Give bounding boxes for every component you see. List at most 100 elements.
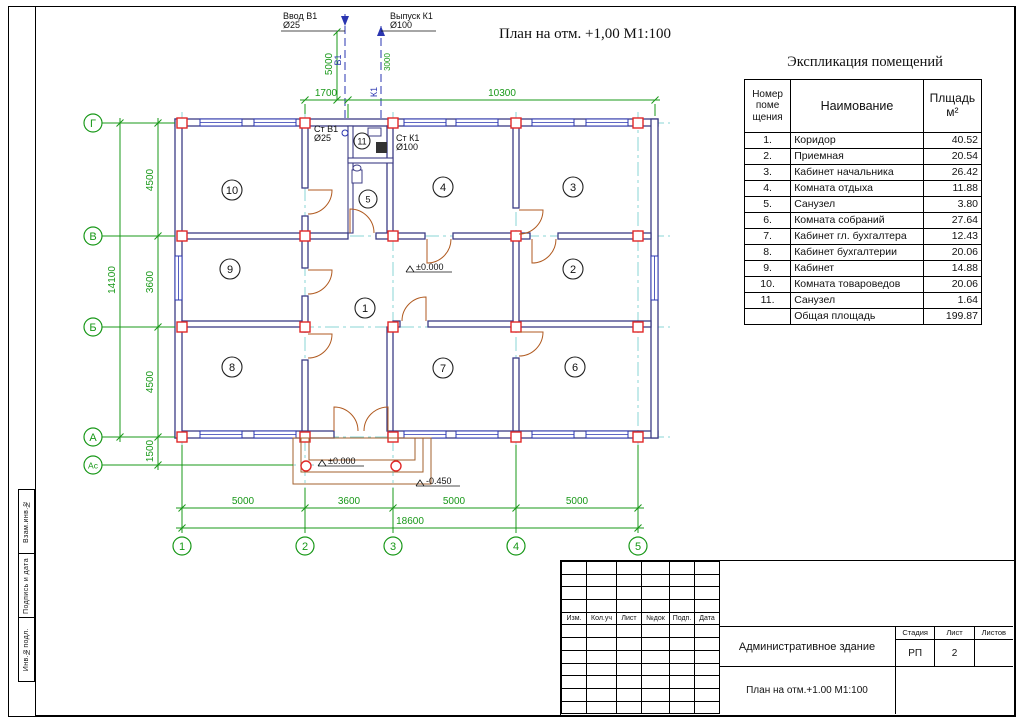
room-number: 10: [226, 185, 238, 197]
explication-title: Экспликация помещений: [787, 54, 943, 70]
stamp-col-izm: Изм.: [561, 611, 587, 626]
sidebar-box-podpis: Подпись и дата: [18, 553, 35, 618]
st-k1-diameter: Ø100: [396, 142, 418, 152]
col-header-number: Номер поме щения: [743, 79, 792, 133]
title-block-right: Административное здание Стадия Лист Лист…: [719, 561, 1013, 714]
sheet-title: План на отм.+1.00 М1:100: [719, 667, 896, 714]
explication: Экспликация помещений Номер поме щения Н…: [743, 54, 986, 325]
room-name-cell: Приемная: [790, 148, 924, 165]
room-name-cell: Кабинет гл. бухгалтера: [790, 228, 924, 245]
room-name-cell: Кабинет начальника: [790, 164, 924, 181]
st-k1-label: Ст К1: [396, 133, 419, 143]
axis-label: 3: [390, 541, 396, 553]
sidebar-label: Инв.№подл.: [23, 627, 30, 672]
axis-label: Г: [90, 118, 96, 130]
room-number-cell: 10.: [743, 276, 792, 293]
room-name-cell: Комната собраний: [790, 212, 924, 229]
project-title: Административное здание: [719, 627, 896, 666]
vvod-arrow-icon: [341, 16, 349, 26]
columns: [176, 117, 644, 443]
dim-label: 5000: [324, 52, 335, 75]
axis-label: В: [89, 231, 96, 243]
sidebar-box-vzam: Взам.инв.№: [18, 489, 35, 554]
stamp-col-ndok: №док: [641, 611, 670, 626]
room-number: 5: [365, 195, 370, 205]
room-number: 2: [570, 264, 576, 276]
room-name-cell: Коридор: [790, 132, 924, 149]
annotations: Ввод В1 Ø25 Выпуск К1 Ø100 В1 К1 Ст В1 Ø…: [283, 11, 460, 487]
dim-label: 5000: [566, 496, 589, 507]
room-number-cell: 6.: [743, 212, 792, 229]
porch: [292, 437, 432, 485]
vvod-label: Ввод В1: [283, 11, 317, 21]
st-v1-label: Ст В1: [314, 124, 338, 134]
axis-label: 2: [302, 541, 308, 553]
sheets-label: Листов: [981, 628, 1006, 637]
vypusk-label: Выпуск К1: [390, 11, 433, 21]
dim-label: 4500: [145, 370, 156, 393]
room-number: 1: [362, 303, 368, 315]
room-number: 6: [572, 362, 578, 374]
dim-label: 5000: [443, 496, 466, 507]
walls: [174, 118, 659, 439]
axis-label: Б: [89, 322, 96, 334]
stamp-col-koluch: Кол.уч: [586, 611, 617, 626]
room-number: 7: [440, 363, 446, 375]
stage-header-row: Стадия Лист Листов: [896, 627, 1013, 640]
sidebar-label: Взам.инв.№: [23, 500, 30, 543]
room-number-cell: 5.: [743, 196, 792, 213]
sheet-number: 2: [935, 640, 975, 666]
room-area-cell: 12.43: [922, 228, 983, 245]
room-number-cell: 8.: [743, 244, 792, 261]
room-number-cell: 2.: [743, 148, 792, 165]
elevation-mark: ±0.000: [328, 456, 355, 466]
vypusk-diameter: Ø100: [390, 20, 412, 30]
axis-label: 5: [635, 541, 641, 553]
sidebar-label: Подпись и дата: [23, 557, 30, 614]
room-name-cell: Комната отдыха: [790, 180, 924, 197]
stage-value: РП: [896, 640, 936, 666]
riser-v-label: В1: [333, 54, 343, 65]
col-header-name: Наимование: [790, 79, 924, 133]
stamp-col-list: Лист: [616, 611, 642, 626]
water-riser-icon: [341, 129, 349, 137]
dim-label: 10300: [488, 88, 516, 99]
title-block: Изм. Кол.уч Лист №док Подп. Дата Админис…: [560, 560, 1015, 716]
room-number-cell: 11.: [743, 292, 792, 309]
dim-label: 1500: [145, 439, 156, 462]
axis-markers: Г В Б А Ас 1 2 3 4 5: [83, 113, 648, 556]
room-area-cell: 27.64: [922, 212, 983, 229]
room-number-cell: 1.: [743, 132, 792, 149]
sheets-total: [975, 640, 1013, 666]
porch-column: [390, 460, 402, 472]
doors: [307, 189, 557, 432]
title-block-grid: Изм. Кол.уч Лист №док Подп. Дата: [561, 561, 720, 715]
room-name-cell: Общая площадь: [790, 308, 924, 325]
axis-label: 4: [513, 541, 519, 553]
utility-risers: [281, 14, 436, 126]
room-area-cell: 20.54: [922, 148, 983, 165]
stamp-col-podp: Подп.: [669, 611, 695, 626]
room-number-cell: 3.: [743, 164, 792, 181]
sidebar-box-inv: Инв.№подл.: [18, 617, 35, 682]
axis-label: 1: [179, 541, 185, 553]
dimensions: 5000 3600 5000 5000 18600 4500 3600 4500…: [107, 28, 660, 533]
room-area-cell: 11.88: [922, 180, 983, 197]
room-name-cell: Санузел: [790, 196, 924, 213]
sheet-label: Лист: [935, 627, 975, 639]
drawing-frame: [35, 6, 1015, 716]
room-number: 4: [440, 182, 446, 194]
stamp-doc-code-cell: [719, 561, 1013, 627]
room-area-cell: 1.64: [922, 292, 983, 309]
room-area-cell: 14.88: [922, 260, 983, 277]
